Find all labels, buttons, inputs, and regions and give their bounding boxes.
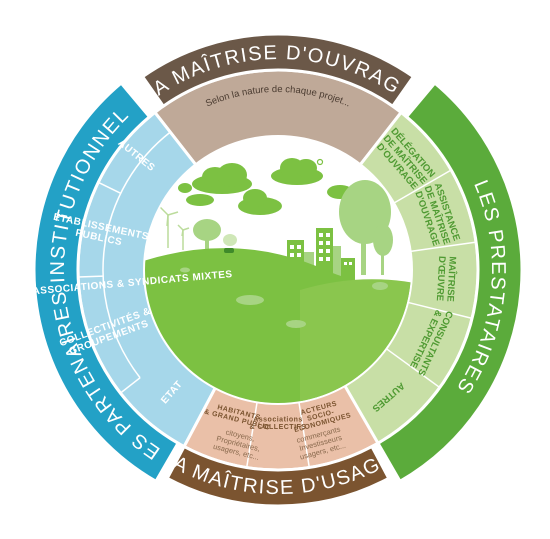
- usage-item-2-title: Associations& COLLECTIFS: [250, 416, 307, 431]
- tree-icon: [193, 180, 393, 275]
- wind-turbine-icon: [159, 206, 190, 250]
- sector-divider: [119, 377, 141, 394]
- center-landscape-illustration: [143, 135, 413, 405]
- car-icon: [224, 248, 234, 253]
- prestataires-item-3-line: D'ŒUVRE: [434, 256, 447, 302]
- sector-divider: [78, 275, 104, 278]
- sun-icon: [316, 158, 324, 166]
- ouvrage-outer-band: [140, 32, 416, 109]
- sector-divider: [392, 169, 452, 205]
- sector-divider: [97, 181, 122, 194]
- prestataires-item-3: MAÎTRISED'ŒUVRE: [434, 256, 459, 303]
- usage-item-2-title-line: & COLLECTIFS: [250, 424, 307, 431]
- sector-divider: [245, 401, 258, 468]
- sector-divider: [102, 131, 171, 379]
- sector-divider: [409, 241, 477, 253]
- sub-sector-dividers: [78, 131, 477, 468]
- sector-divider: [406, 301, 473, 320]
- prestataires-outer-band: [375, 80, 524, 484]
- cloud-icon: [178, 158, 353, 215]
- usage-item-2-title-line: Associations: [253, 416, 303, 423]
- sector-divider: [298, 401, 311, 468]
- usage-item-3-title: ACTEURSSOCIO-ÉCONOMIQUES: [290, 398, 352, 434]
- usage-outer-band: [165, 444, 391, 508]
- prestataires-item-3-line: MAÎTRISE: [444, 256, 458, 302]
- sector-divider: [385, 347, 441, 389]
- partenaires-outer-band: [32, 80, 181, 484]
